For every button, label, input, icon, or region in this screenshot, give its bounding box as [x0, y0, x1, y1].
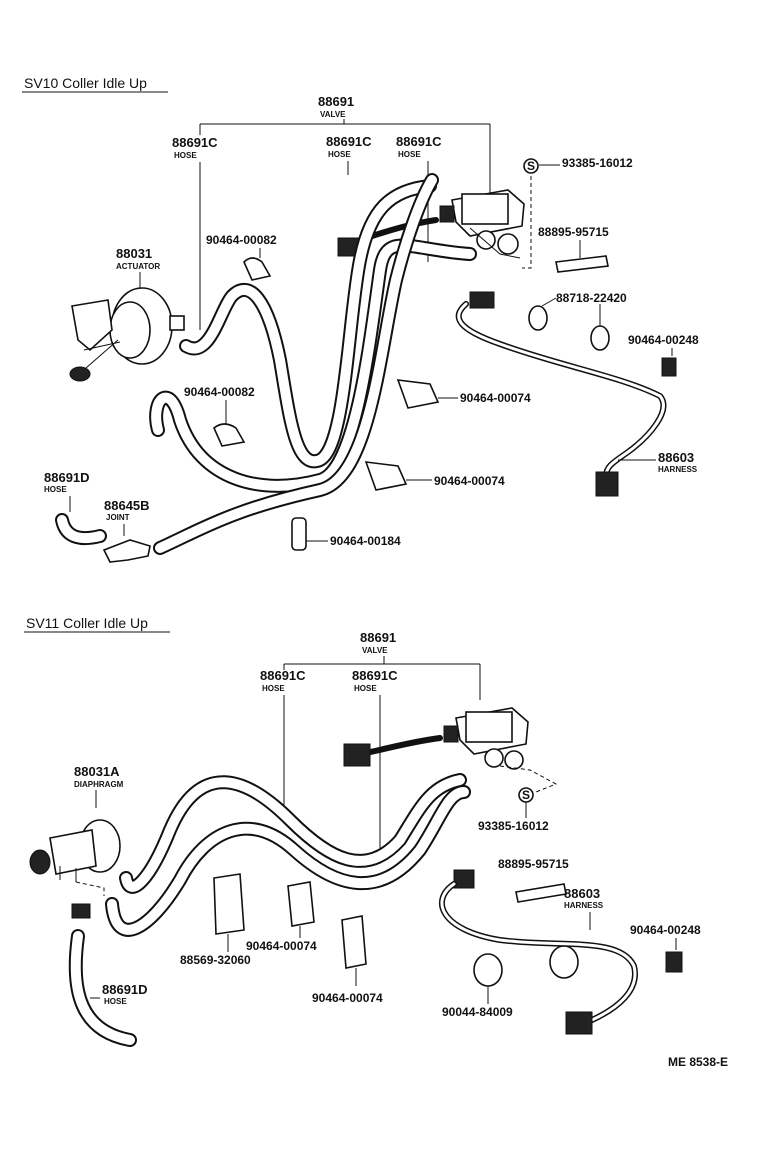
label-hose-a-name-sv11: HOSE — [262, 684, 285, 693]
label-screw-pn-sv11: 93385-16012 — [478, 819, 549, 833]
label-harness-name: HARNESS — [658, 465, 698, 474]
label-clip-a-pn: 90464-00082 — [206, 233, 277, 247]
label-clamp-b-pn-sv11: 90464-00074 — [246, 939, 317, 953]
label-hose-a-pn-sv11: 88691C — [260, 668, 306, 683]
label-band-pn-sv11: 90044-84009 — [442, 1005, 513, 1019]
diaphragm-cap — [71, 903, 91, 919]
band-part-b-sv11 — [549, 945, 579, 979]
diaphragm-part — [29, 819, 121, 882]
label-clamp-a-pn-sv11: 90464-00248 — [630, 923, 701, 937]
section-sv11: SV11 Coller Idle Up 88691 VALVE 88691C H… — [24, 615, 701, 1047]
band-part-a-sv11 — [473, 953, 503, 987]
label-clip-b-pn: 90464-00082 — [184, 385, 255, 399]
clamp-c-part — [364, 461, 408, 491]
actuator-part — [69, 287, 185, 382]
label-hose-b-pn-sv11: 88691C — [352, 668, 398, 683]
label-clamp-c-pn-sv11: 90464-00074 — [312, 991, 383, 1005]
harness-connector-a — [469, 291, 495, 309]
section-sv10: SV10 Coller Idle Up 88691 VALVE 88691C H… — [22, 75, 699, 563]
clamp-a-part — [661, 357, 677, 377]
label-harness-pn-sv11: 88603 — [564, 886, 600, 901]
label-diaphragm-name: DIAPHRAGM — [74, 780, 124, 789]
screw-dashed-line-sv11 — [499, 765, 558, 793]
diaphragm-dashed-line — [75, 881, 105, 896]
label-plate-pn-sv11: 88895-95715 — [498, 857, 569, 871]
label-hose-d-pn: 88691D — [44, 470, 90, 485]
label-valve-pn-sv11: 88691 — [360, 630, 396, 645]
clamp-b-part-sv11 — [287, 881, 315, 927]
label-harness-pn: 88603 — [658, 450, 694, 465]
label-hose-d-pn-sv11: 88691D — [102, 982, 148, 997]
harness-connector-a-sv11 — [453, 869, 475, 889]
section-title-sv10: SV10 Coller Idle Up — [24, 75, 147, 91]
label-valve-name-sv11: VALVE — [362, 646, 388, 655]
label-harness-name-sv11: HARNESS — [564, 901, 604, 910]
clip-a-part — [243, 257, 272, 281]
clamp-a-part-sv11 — [665, 951, 683, 973]
figure-code: ME 8538-E — [668, 1055, 728, 1069]
plate-part — [555, 255, 609, 273]
label-plate-pn: 88895-95715 — [538, 225, 609, 239]
harness-connector-b — [595, 471, 619, 497]
hose-bundle-sv11 — [105, 773, 471, 937]
screw-mark: S — [527, 159, 535, 173]
label-actuator-name: ACTUATOR — [116, 262, 160, 271]
clamp-b-part — [396, 379, 440, 409]
plate-part-sv11 — [515, 883, 567, 903]
label-hose-c-pn: 88691C — [396, 134, 442, 149]
label-hose-c-name: HOSE — [398, 150, 421, 159]
label-actuator-pn: 88031 — [116, 246, 152, 261]
label-joint-pn: 88645B — [104, 498, 150, 513]
valve-body — [439, 189, 525, 259]
label-diaphragm-pn: 88031A — [74, 764, 120, 779]
leader-valve-sv11 — [283, 656, 481, 700]
valve-body-sv11 — [443, 707, 529, 770]
screw-dashed-line — [522, 176, 532, 269]
label-hose-a-pn: 88691C — [172, 135, 218, 150]
band-part-b — [590, 325, 610, 351]
screw-symbol-icon — [523, 158, 539, 174]
label-valve-name: VALVE — [320, 110, 346, 119]
label-valve-pn: 88691 — [318, 94, 354, 109]
label-clamp-b-pn: 90464-00074 — [460, 391, 531, 405]
label-clip-a-pn-sv11: 88569-32060 — [180, 953, 251, 967]
label-hose-a-name: HOSE — [174, 151, 197, 160]
harness-connector-b-sv11 — [565, 1011, 593, 1035]
hose-bundle — [149, 173, 477, 555]
band-part-a — [528, 305, 548, 331]
label-joint-name: JOINT — [106, 513, 130, 522]
valve-connector-sv11 — [343, 743, 371, 767]
screw-mark-sv11: S — [522, 788, 530, 802]
joint-part — [102, 539, 151, 563]
label-clip-c-pn: 90464-00184 — [330, 534, 401, 548]
label-screw-pn: 93385-16012 — [562, 156, 633, 170]
label-hose-b-pn: 88691C — [326, 134, 372, 149]
clamp-c-part-sv11 — [341, 915, 367, 969]
label-hose-d-name-sv11: HOSE — [104, 997, 127, 1006]
clip-a-part-sv11 — [213, 873, 245, 935]
label-hose-b-name-sv11: HOSE — [354, 684, 377, 693]
label-clamp-a-pn: 90464-00248 — [628, 333, 699, 347]
label-band-pn: 88718-22420 — [556, 291, 627, 305]
clip-c-part — [291, 517, 307, 551]
leader-band — [541, 297, 557, 307]
valve-wire-sv11 — [367, 735, 443, 755]
label-hose-d-name: HOSE — [44, 485, 67, 494]
harness-wire-sv11 — [438, 881, 638, 1023]
section-title-sv11: SV11 Coller Idle Up — [26, 615, 148, 631]
clip-b-part — [213, 423, 246, 447]
leader-valve — [199, 119, 491, 195]
label-hose-b-name: HOSE — [328, 150, 351, 159]
label-clamp-c-pn: 90464-00074 — [434, 474, 505, 488]
